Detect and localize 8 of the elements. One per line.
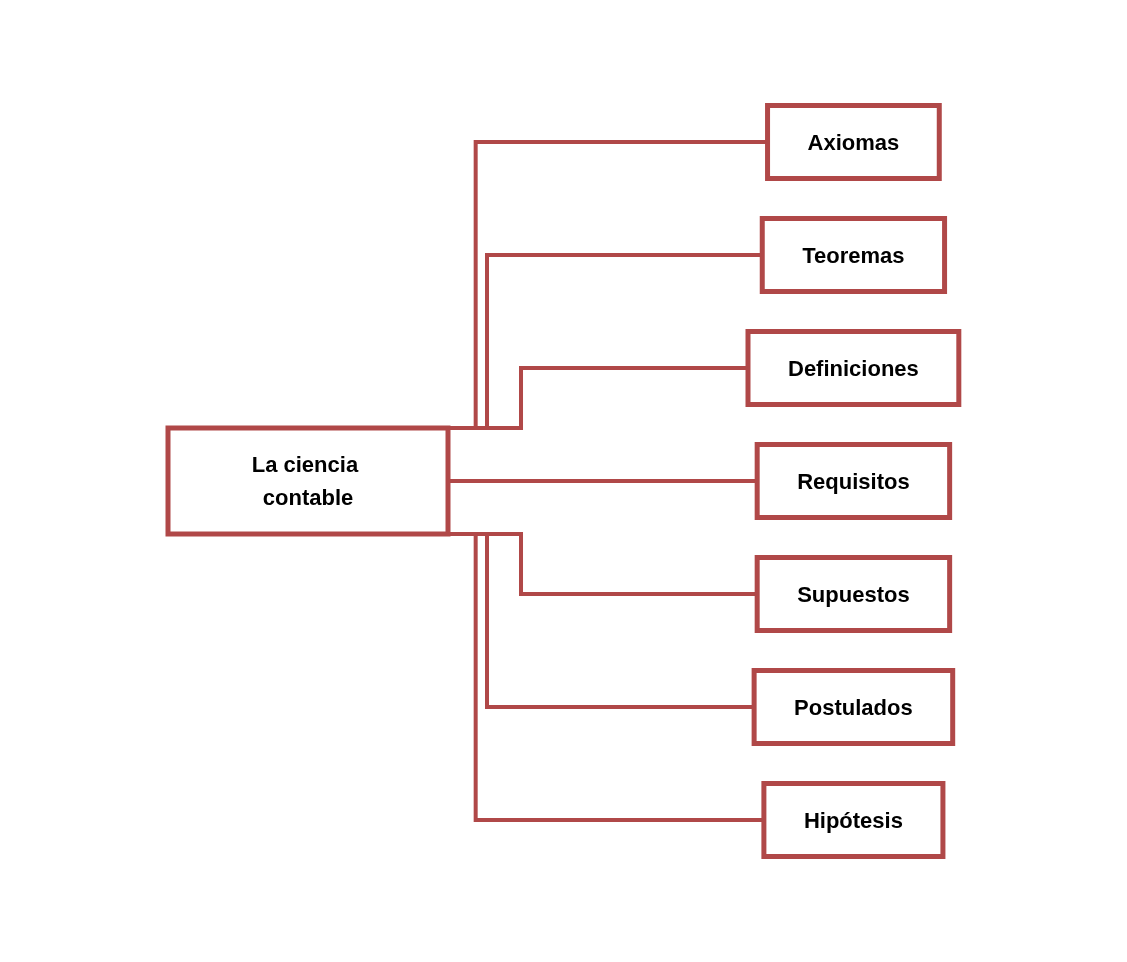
node-box: Axiomas <box>765 103 942 181</box>
node-box: Hipótesis <box>761 781 946 859</box>
node-box: Supuestos <box>754 555 953 633</box>
node-box: Teoremas <box>759 216 948 294</box>
node-box: Postulados <box>751 668 956 746</box>
node-box: Requisitos <box>754 442 953 520</box>
node-box: Definiciones <box>745 329 962 407</box>
node-box: La ciencia contable <box>165 425 451 537</box>
